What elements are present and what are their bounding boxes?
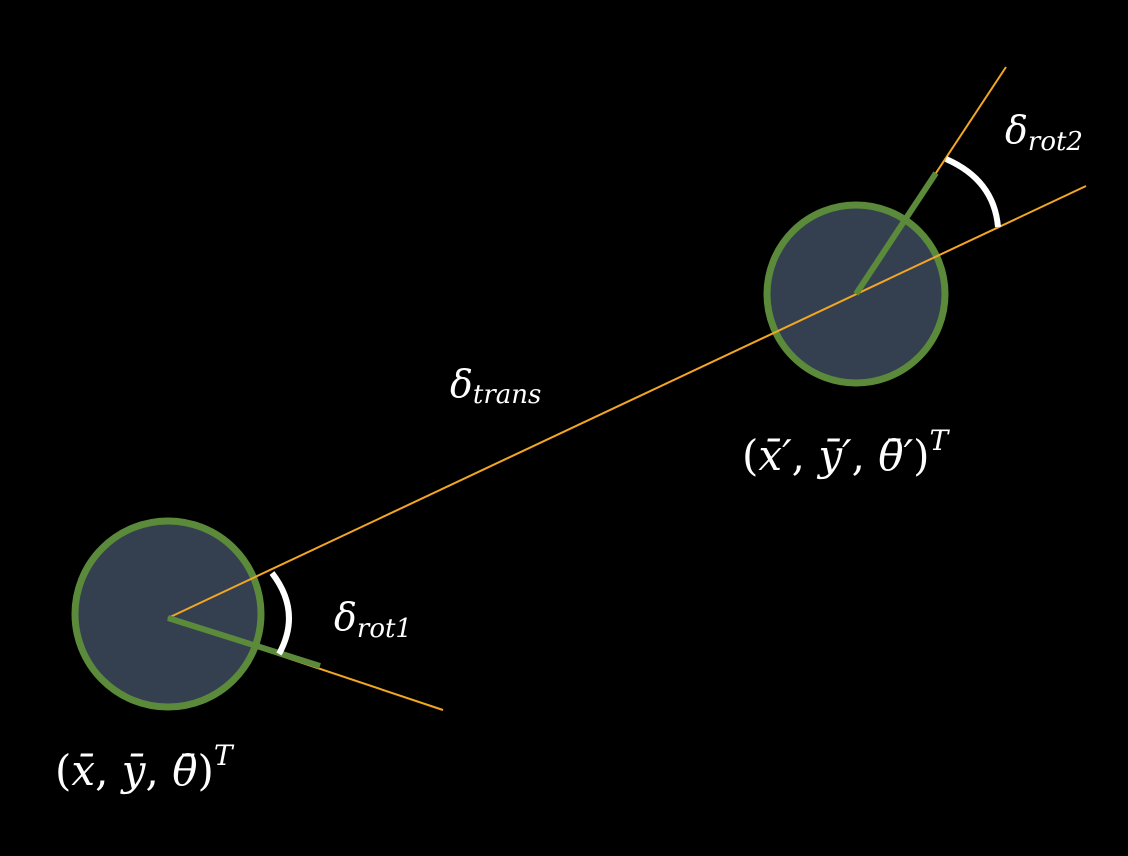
rot2-label-symbol: δ — [1005, 108, 1028, 152]
translation-line — [167, 185, 1087, 619]
end-pose-y: ȳ′ — [816, 431, 852, 480]
rot2-label: δrot2 — [1005, 108, 1083, 157]
start-pose-sep2: , — [146, 746, 173, 795]
end-pose-sup: T — [930, 424, 951, 457]
start-pose-sep1: , — [95, 746, 122, 795]
rot1-label: δrot1 — [334, 595, 412, 644]
trans-label-subscript: trans — [473, 380, 541, 410]
end-pose-sep2: , — [852, 431, 879, 480]
rot1-label-subscript: rot1 — [357, 614, 412, 644]
start-pose-theta: θ̄ — [172, 746, 197, 795]
end-pose-open: ( — [742, 431, 758, 480]
trans-label: δtrans — [450, 362, 541, 410]
start-pose-y: ȳ — [120, 746, 147, 795]
robot-start-body — [71, 517, 265, 711]
start-pose-sup: T — [214, 739, 235, 772]
end-pose-close: ) — [913, 431, 929, 480]
end-pose-theta: θ̄′ — [878, 431, 913, 480]
start-pose-close: ) — [198, 746, 214, 795]
start-pose-label: (x̄, ȳ, θ̄)T — [55, 739, 235, 795]
start-heading-indicator — [167, 615, 321, 669]
end-heading-indicator — [853, 171, 939, 296]
rot1-angle-arc — [269, 571, 292, 656]
rot2-angle-arc — [944, 156, 1001, 228]
end-pose-label: (x̄′, ȳ′, θ̄′)T — [742, 424, 951, 480]
end-pose-x: x̄′ — [758, 431, 792, 480]
trans-label-symbol: δ — [450, 362, 473, 406]
rot1-label-symbol: δ — [334, 595, 357, 639]
start-pose-open: ( — [55, 746, 71, 795]
start-pose-x: x̄ — [71, 746, 95, 795]
rot2-label-subscript: rot2 — [1028, 127, 1083, 157]
end-pose-sep1: , — [792, 431, 819, 480]
